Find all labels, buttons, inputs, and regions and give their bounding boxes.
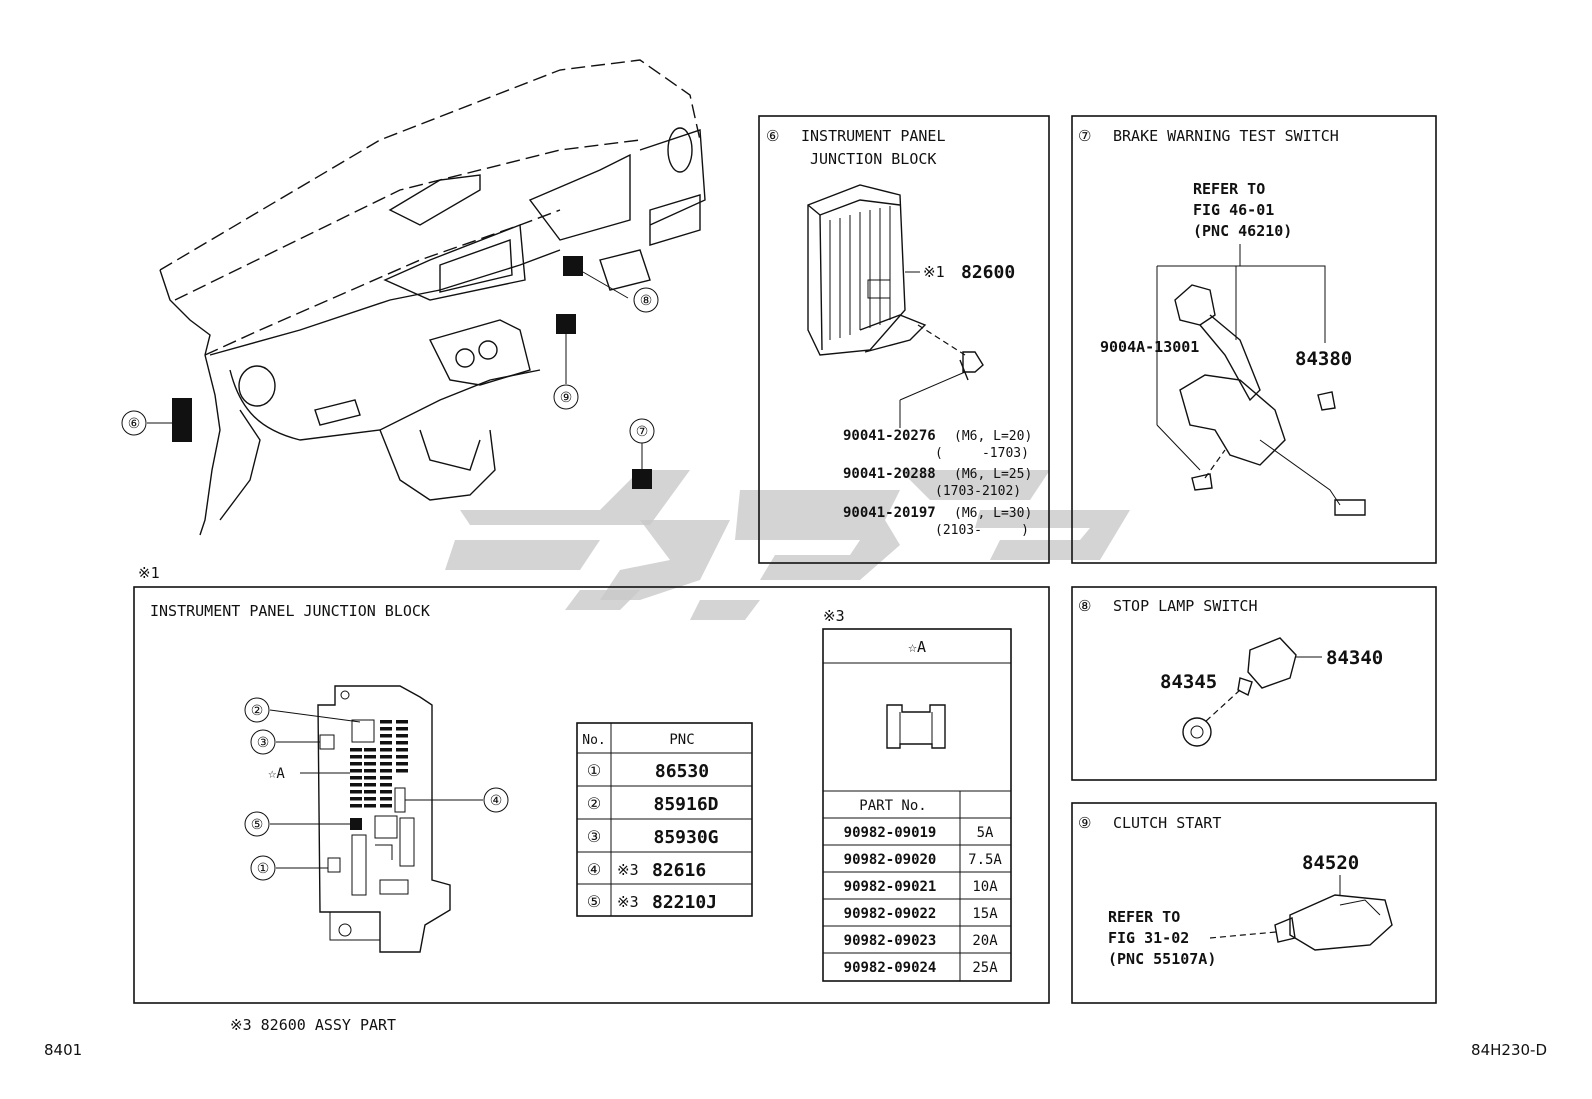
jb-panel-title: INSTRUMENT PANEL JUNCTION BLOCK [150,602,430,620]
panel-6-title-1: INSTRUMENT PANEL [801,127,946,145]
assy-note: ※3 82600 ASSY PART [230,1016,396,1034]
pnc-row-5-no: ⑤ [587,892,601,911]
pnc-row-1-no: ① [587,761,601,780]
pnc-row-5-pnc: 82210J [652,892,717,913]
clutch-switch-illustration [1209,875,1393,951]
bolt-list: 90041-20276 (M6, L=20) ( -1703) 90041-20… [843,428,1032,538]
panel-8-part-a: 84345 [1160,671,1217,693]
jb-label-2: ② [251,703,264,719]
panel-9-part: 84520 [1302,852,1359,874]
jb-label-star-a: ☆A [268,766,285,782]
panel-7-refer-1: REFER TO [1193,180,1265,198]
panel-6-ref-mark: ※1 [923,263,945,281]
panel-6-title-2: JUNCTION BLOCK [810,150,936,168]
stop-lamp-switch-illustration [1182,637,1322,747]
location-markers [121,256,659,489]
note-star1: ※1 [138,564,160,582]
brake-switch-illustration [1156,244,1366,516]
jb-label-5: ⑤ [251,817,264,833]
bolt-3-pnc: 90041-20197 [843,505,936,521]
pnc-table [576,722,753,917]
panel-7-title: BRAKE WARNING TEST SWITCH [1113,127,1339,145]
bolt-3-spec: (M6, L=30) [954,506,1032,521]
jb-panel-frame [133,586,1050,1004]
fuse-row-3-amp: 10A [972,879,998,895]
jb-label-4: ④ [490,793,503,809]
fuse-col-header: PART No. [859,798,926,814]
panel-9-refer-2: FIG 31-02 [1108,929,1189,947]
marker-6 [172,398,192,442]
bolt-1-range: ( -1703) [935,446,1029,461]
callout-6-label: ⑥ [128,416,141,432]
pnc-header-no: No. [582,733,605,748]
fuse-slots [350,720,408,830]
watermark-logo [445,470,1130,620]
bolt-1-pnc: 90041-20276 [843,428,936,444]
junction-block-layout [317,685,451,953]
panel-9-title: CLUTCH START [1113,814,1221,832]
page-number-right: 84H230-D [1471,1041,1547,1059]
pnc-row-3-pnc: 85930G [653,827,718,848]
panel-9-refer-3: (PNC 55107A) [1108,950,1216,968]
bolt-2-spec: (M6, L=25) [954,467,1032,482]
page-number-left: 8401 [44,1041,82,1059]
panel-7-part-b: 84380 [1295,348,1352,370]
fuse-row-4-part: 90982-09022 [844,906,937,922]
panel-7-refer-2: FIG 46-01 [1193,201,1274,219]
pnc-row-4-mark: ※3 [617,861,639,879]
marker-7 [632,469,652,489]
panel-7-part-a: 9004A-13001 [1100,338,1199,356]
pnc-row-3-no: ③ [587,827,601,846]
pnc-header-pnc: PNC [669,732,694,748]
panel-6-num: ⑥ [766,127,779,145]
fuse-row-3-part: 90982-09021 [844,879,937,895]
panel-8-title: STOP LAMP SWITCH [1113,597,1258,615]
pnc-row-4-pnc: 82616 [652,860,706,881]
marker-8 [563,256,583,276]
panel-7-refer-3: (PNC 46210) [1193,222,1292,240]
bolt-2-pnc: 90041-20288 [843,466,936,482]
bolt-2-range: (1703-2102) [935,484,1021,499]
fuse-row-4-amp: 15A [972,906,998,922]
fuse-row-6-part: 90982-09024 [844,960,937,976]
fuse-row-2-part: 90982-09020 [844,852,937,868]
bolt-3-range: (2103- ) [935,523,1029,538]
pnc-row-2-no: ② [587,794,601,813]
panel-9-num: ⑨ [1078,814,1091,832]
panel-7-frame [1071,115,1437,564]
fuse-row-5-part: 90982-09023 [844,933,937,949]
fuse-icon [886,704,946,749]
fuse-row-5-amp: 20A [972,933,998,949]
pnc-row-4-no: ④ [587,860,601,879]
panel-9-frame [1071,802,1437,1004]
dashboard-illustration [159,59,706,536]
fuse-row-2-amp: 7.5A [968,852,1002,868]
jb-leader-lines [244,697,509,881]
callout-9-label: ⑨ [560,390,573,406]
bolt-1-spec: (M6, L=20) [954,429,1032,444]
panel-8-num: ⑧ [1078,597,1091,615]
panel-6-ref-pnc: 82600 [961,262,1015,283]
panel-9-refer-1: REFER TO [1108,908,1180,926]
panel-6-frame [758,115,1050,564]
callout-8-label: ⑧ [640,293,653,309]
fuse-table [822,628,1012,982]
junction-block-illustration [807,184,984,428]
fuse-row-1-amp: 5A [977,825,994,841]
marker-9 [556,314,576,334]
pnc-row-2-pnc: 85916D [653,794,718,815]
panel-8-frame [1071,586,1437,781]
fuse-note: ※3 [823,607,845,625]
jb-label-1: ① [257,861,270,877]
fuse-row-6-amp: 25A [972,960,998,976]
jb-label-3: ③ [257,735,270,751]
pnc-row-5-mark: ※3 [617,893,639,911]
panel-8-part-b: 84340 [1326,647,1383,669]
pnc-row-1-pnc: 86530 [655,761,709,782]
callout-7-label: ⑦ [636,424,649,440]
fuse-row-1-part: 90982-09019 [844,825,937,841]
panel-7-num: ⑦ [1078,127,1091,145]
fuse-header: ☆A [908,638,926,656]
